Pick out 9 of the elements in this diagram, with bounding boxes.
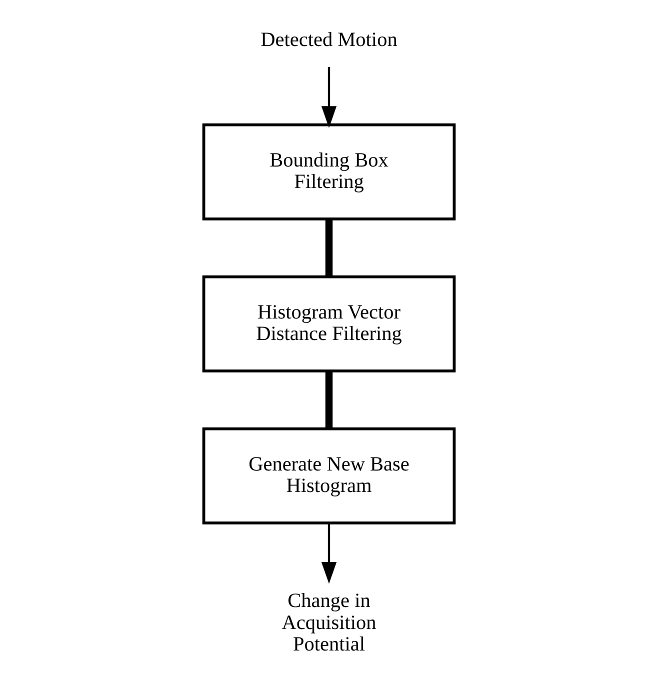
arrow bbox=[321, 523, 337, 584]
connector bbox=[325, 219, 333, 276]
arrow bbox=[321, 67, 337, 128]
node-box: Bounding Box Filtering bbox=[202, 123, 456, 220]
node-text: Detected Motion bbox=[260, 29, 398, 52]
node-box: Histogram Vector Distance Filtering bbox=[202, 275, 456, 372]
node-text: Change in Acquisition Potential bbox=[282, 590, 376, 656]
connector bbox=[325, 371, 333, 428]
node-box: Generate New Base Histogram bbox=[202, 427, 456, 524]
